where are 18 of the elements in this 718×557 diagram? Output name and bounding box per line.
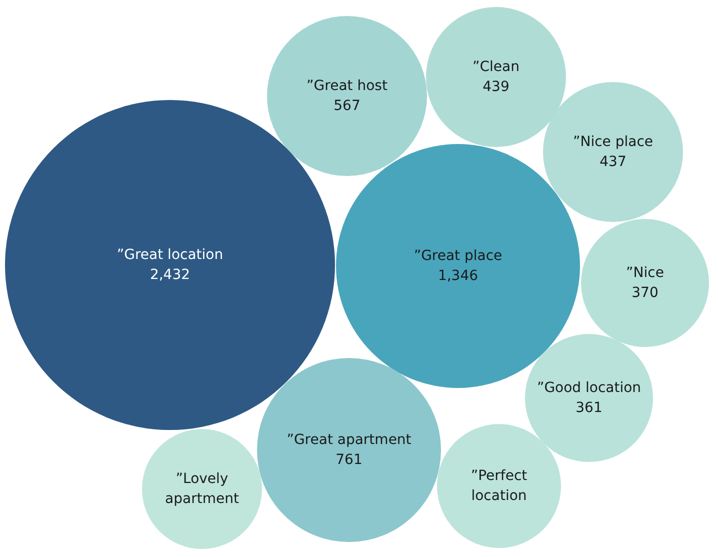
bubble-label: ”Great host — [306, 77, 388, 96]
bubble-value: 439 — [482, 78, 510, 97]
bubble-label: ”Nice place — [572, 133, 654, 152]
bubble-value: 437 — [598, 153, 628, 172]
bubble-value: 361 — [574, 399, 604, 418]
bubble-label: ”Great apartment — [286, 431, 412, 450]
bubble-value: 567 — [332, 97, 362, 116]
bubble-label: ”Lovely apartment — [164, 470, 240, 509]
bubble-label: ”Good location — [536, 379, 642, 398]
bubble-value: 370 — [630, 284, 660, 303]
bubble-label: ”Great location — [116, 246, 224, 265]
bubble-label: ”Perfect location — [470, 467, 528, 506]
bubble-label: ”Great place — [412, 247, 504, 266]
bubble-label: ”Clean — [472, 58, 520, 77]
bubble-value: 2,432 — [148, 266, 192, 285]
bubble-label: ”Nice — [625, 264, 665, 283]
bubble-value: 761 — [334, 451, 364, 470]
bubble-value: 1,346 — [436, 267, 480, 286]
